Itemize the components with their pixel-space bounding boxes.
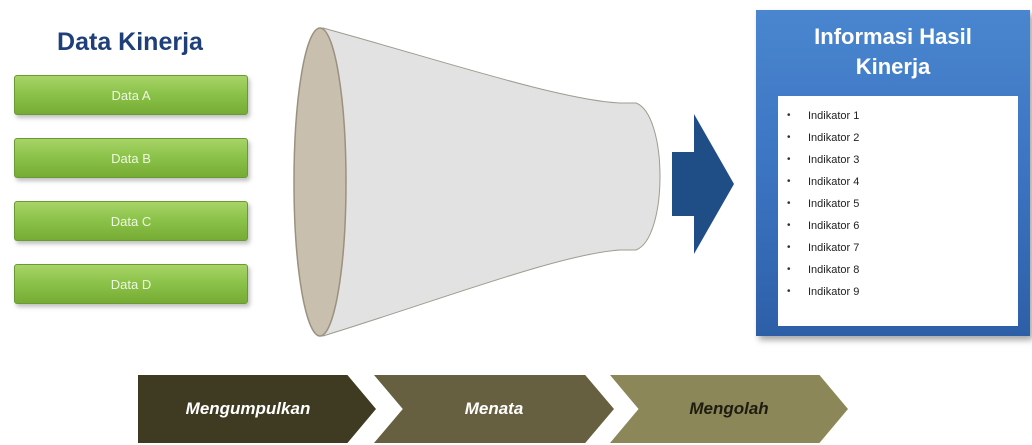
step-label: Mengolah: [689, 399, 769, 418]
indicator-item: Indikator 6: [778, 218, 1018, 240]
indicator-item: Indikator 8: [778, 262, 1018, 284]
info-title-line1: Informasi Hasil: [814, 24, 972, 49]
data-item-a: Data A: [14, 75, 248, 115]
indicator-item: Indikator 1: [778, 108, 1018, 130]
data-item-d: Data D: [14, 264, 248, 304]
funnel-body: [322, 27, 661, 337]
info-panel-title: Informasi Hasil Kinerja: [756, 22, 1030, 82]
step-mengumpulkan: Mengumpulkan: [138, 375, 376, 443]
indicator-list: Indikator 1 Indikator 2 Indikator 3 Indi…: [778, 96, 1018, 326]
funnel-rim: [293, 27, 347, 337]
step-mengolah: Mengolah: [610, 375, 848, 443]
right-arrow-icon: [672, 114, 734, 254]
data-item-c: Data C: [14, 201, 248, 241]
indicator-item: Indikator 9: [778, 284, 1018, 306]
step-label: Mengumpulkan: [185, 399, 311, 418]
indicator-item: Indikator 7: [778, 240, 1018, 262]
step-label: Menata: [464, 399, 524, 418]
indicator-item: Indikator 3: [778, 152, 1018, 174]
step-menata: Menata: [374, 375, 614, 443]
indicator-item: Indikator 4: [778, 174, 1018, 196]
data-item-b: Data B: [14, 138, 248, 178]
indicator-item: Indikator 5: [778, 196, 1018, 218]
info-title-line2: Kinerja: [855, 54, 931, 79]
info-panel: Informasi Hasil Kinerja Indikator 1 Indi…: [756, 10, 1030, 336]
left-title: Data Kinerja: [57, 28, 203, 56]
indicator-item: Indikator 2: [778, 130, 1018, 152]
